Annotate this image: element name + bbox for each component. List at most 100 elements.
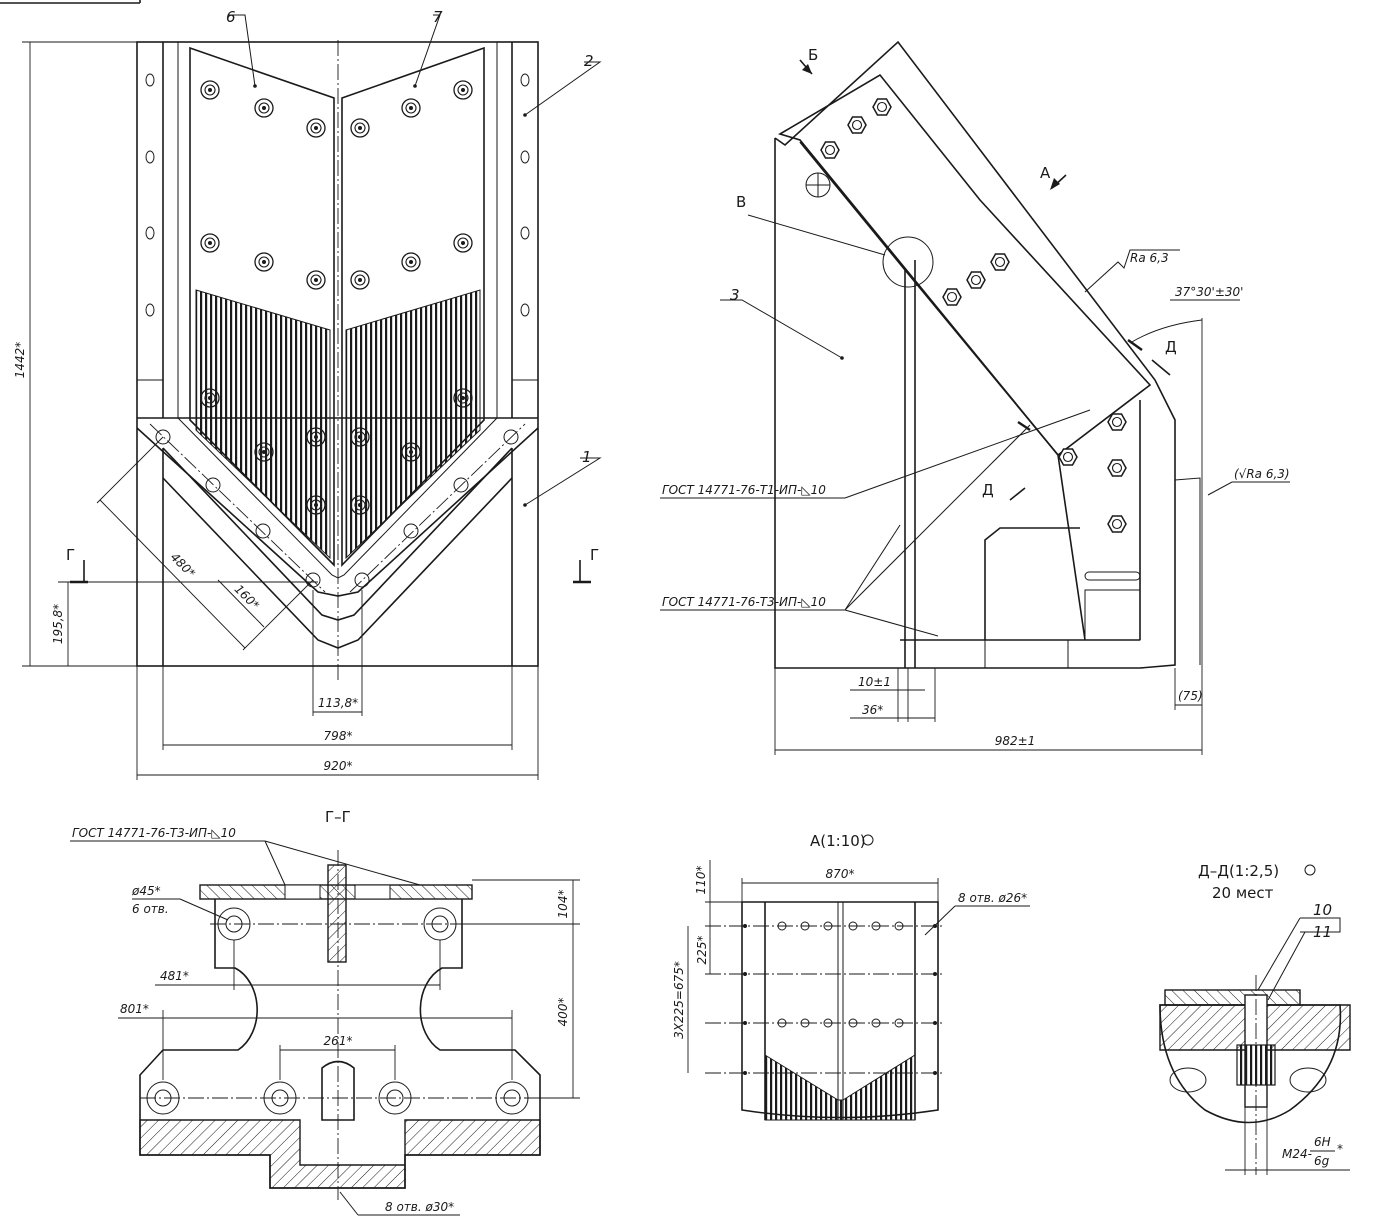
section-gg-center-boss [321,1060,355,1121]
right-hole-axis [349,423,526,593]
view-a-label: А [1040,164,1051,182]
right-fin-array [345,289,481,560]
side-slot-box [1084,589,1141,641]
weld-1-leader [844,409,1091,499]
view-a-rotate-icon [862,834,874,846]
dim-982: 982±1 [995,734,1036,748]
dim-801: 801* [120,1002,149,1016]
dim-400: 400* [556,998,570,1027]
dim-261: 261* [324,1034,353,1048]
leader-dot [523,113,527,117]
section-dd-count: 20 мест [1212,884,1274,902]
left-plate-6 [189,46,335,567]
section-gg-title: Г–Г [325,808,351,826]
left-hole-axis [149,423,326,593]
dim-75: (75) [1178,689,1203,703]
section-dd-hole-left [1169,1067,1207,1093]
side-plate-edge [799,141,1086,641]
section-dd-top-plate [1164,989,1301,1006]
dim-798: 798* [324,729,353,743]
thread-star: * [1337,1142,1343,1156]
section-gg-base-hatch [139,1119,541,1189]
section-d-arrow-top [1151,359,1171,376]
section-gg-bottom-holes: 8 отв. ø30* [385,1200,454,1214]
section-gg-hole-count: 6 отв. [132,902,169,916]
v-lower-edge [162,477,513,649]
weld-1-callout: ГОСТ 14771-76-Т1-ИП-◺10 [662,483,826,497]
section-gg-gap [354,884,391,900]
dim-675: 3Х225=675* [672,961,686,1039]
side-plate-top [778,73,1152,457]
dim-870: 870* [826,867,855,881]
part-label-7: 7 [433,8,443,26]
section-gg-weld-leader-a [264,840,286,886]
angle-value: 37°30'±30' [1175,285,1243,299]
view-b-arrowhead [802,64,812,74]
leader-7 [414,14,441,87]
section-d-arrow-bottom [1009,487,1026,501]
leader-1 [524,457,602,506]
dim-10: 10±1 [858,675,891,689]
section-gg-gap [284,884,321,900]
side-view: Б А В 3 Ra 6,3 (√Ra 6,3) 37°30'±30' Д [660,40,1290,755]
leader-dot [523,503,527,507]
angle-arc [1129,319,1203,344]
dim-920: 920* [324,759,353,773]
front-view: 6 7 2 1 1442* 195,8* Г Г 480* 160* 113,8… [13,8,602,780]
v-inner-edge [177,417,498,579]
leader-dot [840,356,844,360]
section-dd-title: Д–Д(1:2,5) [1198,862,1279,880]
left-fin-array [195,289,331,560]
part-label-3: 3 [730,286,740,304]
section-d-label-bottom: Д [982,481,994,499]
dim-225: 225* [695,936,709,965]
section-gg-weld-leader-b [264,840,421,886]
section-dd-body [1159,1004,1342,1124]
view-a-fins [764,1054,916,1121]
dim-104: 104* [556,890,570,919]
section-gg-hole-label: ø45* [131,884,161,898]
section-dd: Д–Д(1:2,5) 20 мест 10 11 М24- 6Н 6g * [1159,862,1351,1175]
section-letter-left: Г [66,546,75,564]
detail-v-leader [747,214,886,256]
front-outer-frame [136,41,539,667]
dim-195-8: 195,8* [51,604,65,644]
part-label-1: 1 [582,448,592,466]
section-dd-rotate-icon [1304,864,1316,876]
side-slot [1084,571,1141,581]
v-frame-holes [155,429,519,588]
roughness-leader-2 [1207,481,1290,496]
front-left-holes [145,73,155,317]
leader-2 [524,61,602,116]
view-b-label: Б [808,46,818,64]
weld-2-callout: ГОСТ 14771-76-Т3-ИП-◺10 [662,595,826,609]
v-mid-edge [162,447,513,621]
part-label-2: 2 [584,52,594,70]
section-gg-weld: ГОСТ 14771-76-Т3-ИП-◺10 [72,826,236,840]
view-a-arrowhead [1050,178,1060,190]
section-gg: Г–Г ГОСТ 14771-76-Т3-ИП-◺10 ø45* 6 отв. [70,808,580,1216]
dim-110: 110* [694,866,708,895]
section-d-label-top: Д [1165,338,1177,356]
thread-size: М24- [1282,1147,1312,1161]
dim-line-160 [217,579,265,628]
v-outer-edge [136,427,539,597]
side-outline [774,40,1176,669]
thread-fit-top: 6Н [1314,1135,1331,1149]
section-dd-hole-right [1289,1067,1327,1093]
leader-dot [413,84,417,88]
section-d-mark-top [1127,339,1143,351]
part-label-6: 6 [226,8,236,26]
view-a-holes [743,921,937,1075]
side-right-boss [1174,477,1201,665]
roughness-sign-1 [1084,249,1180,293]
view-a-title: А(1:10) [810,832,866,850]
leader-10 [1257,917,1301,991]
dim-481: 481* [160,969,189,983]
weld-2-leader-a [844,609,939,637]
view-a-holes-label: 8 отв. ø26* [958,891,1027,905]
weld-2-leader-b [844,524,901,611]
leader-11 [1267,931,1306,1001]
side-nuts [820,98,1127,533]
view-a-holes-leader [924,905,956,936]
